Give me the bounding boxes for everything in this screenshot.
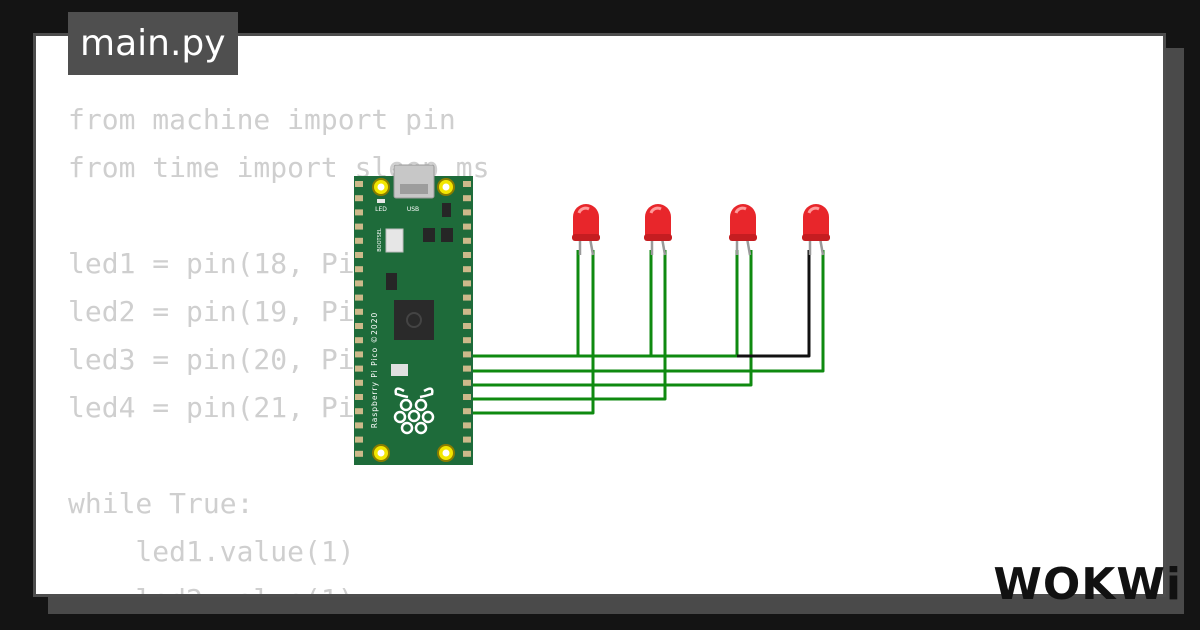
led-4[interactable] (802, 204, 830, 256)
header-pin[interactable] (355, 266, 363, 273)
header-pin[interactable] (463, 436, 471, 443)
header-pin[interactable] (355, 351, 363, 358)
code-line-11: led2.value(1) (68, 576, 489, 594)
header-pin[interactable] (355, 379, 363, 386)
header-pin[interactable] (463, 237, 471, 244)
header-pin[interactable] (463, 195, 471, 202)
header-pin[interactable] (355, 365, 363, 372)
wire-led1-a[interactable] (462, 250, 580, 358)
led-2[interactable] (644, 204, 672, 256)
header-pin[interactable] (463, 266, 471, 273)
header-pin[interactable] (355, 252, 363, 258)
chip-small-1 (442, 203, 451, 217)
header-pin[interactable] (463, 209, 471, 216)
wire-led2-b[interactable] (462, 250, 667, 401)
chip-small-3 (441, 228, 453, 242)
wire-led4-b[interactable] (462, 250, 825, 373)
onboard-led (377, 199, 385, 203)
led-1[interactable] (572, 204, 600, 256)
wire-led2-a[interactable] (462, 250, 653, 358)
led-3[interactable] (729, 204, 757, 256)
header-pin[interactable] (355, 394, 363, 400)
wire-led3-a[interactable] (462, 250, 739, 358)
led-label: LED (375, 206, 387, 213)
pin-header-right (463, 181, 471, 457)
header-pin[interactable] (355, 422, 363, 429)
header-pin[interactable] (463, 280, 471, 287)
chip-small-2 (423, 228, 435, 242)
header-pin[interactable] (355, 436, 363, 443)
header-pin[interactable] (355, 223, 363, 230)
pin-header-left (355, 181, 363, 457)
header-pin[interactable] (355, 337, 363, 344)
header-pin[interactable] (463, 181, 471, 187)
header-pin[interactable] (355, 209, 363, 216)
wire-led3-b[interactable] (462, 250, 753, 387)
header-pin[interactable] (463, 422, 471, 429)
header-pin[interactable] (463, 337, 471, 344)
header-pin[interactable] (463, 394, 471, 400)
header-pin[interactable] (463, 323, 471, 329)
wire-led4-gnd[interactable] (737, 250, 811, 358)
wokwi-logo: WOKWi (993, 559, 1182, 610)
board-model-label: Raspberry Pi Pico ©2020 (370, 312, 379, 429)
header-pin[interactable] (463, 308, 471, 315)
header-pin[interactable] (463, 450, 471, 457)
bootsel-label: BOOTSEL (377, 228, 383, 252)
code-line-1: from machine import pin (68, 103, 456, 136)
file-tab[interactable]: main.py (68, 12, 238, 75)
header-pin[interactable] (355, 181, 363, 187)
code-line-10: led1.value(1) (68, 535, 355, 568)
chip-small-4 (386, 273, 397, 290)
crystal (391, 364, 408, 376)
usb-label: USB (407, 206, 419, 213)
header-pin[interactable] (463, 408, 471, 415)
header-pin[interactable] (355, 450, 363, 457)
wire-led1-b[interactable] (462, 250, 595, 415)
header-pin[interactable] (355, 294, 363, 301)
header-pin[interactable] (355, 195, 363, 202)
header-pin[interactable] (355, 308, 363, 315)
header-pin[interactable] (463, 365, 471, 372)
header-pin[interactable] (355, 280, 363, 287)
wires (462, 250, 825, 415)
pico-board[interactable]: USB LED BOOTSEL Raspberry Pi Pico ©2020 (354, 164, 473, 465)
raspberry-logo-icon (393, 387, 435, 435)
rp2040-chip (394, 300, 434, 340)
header-pin[interactable] (463, 252, 471, 258)
header-pin[interactable] (463, 294, 471, 301)
header-pin[interactable] (355, 237, 363, 244)
header-pin[interactable] (463, 223, 471, 230)
header-pin[interactable] (355, 323, 363, 329)
header-pin[interactable] (355, 408, 363, 415)
led-group (572, 204, 830, 256)
header-pin[interactable] (463, 351, 471, 358)
bootsel-button[interactable] (385, 228, 404, 253)
header-pin[interactable] (463, 379, 471, 386)
code-line-9: while True: (68, 487, 254, 520)
